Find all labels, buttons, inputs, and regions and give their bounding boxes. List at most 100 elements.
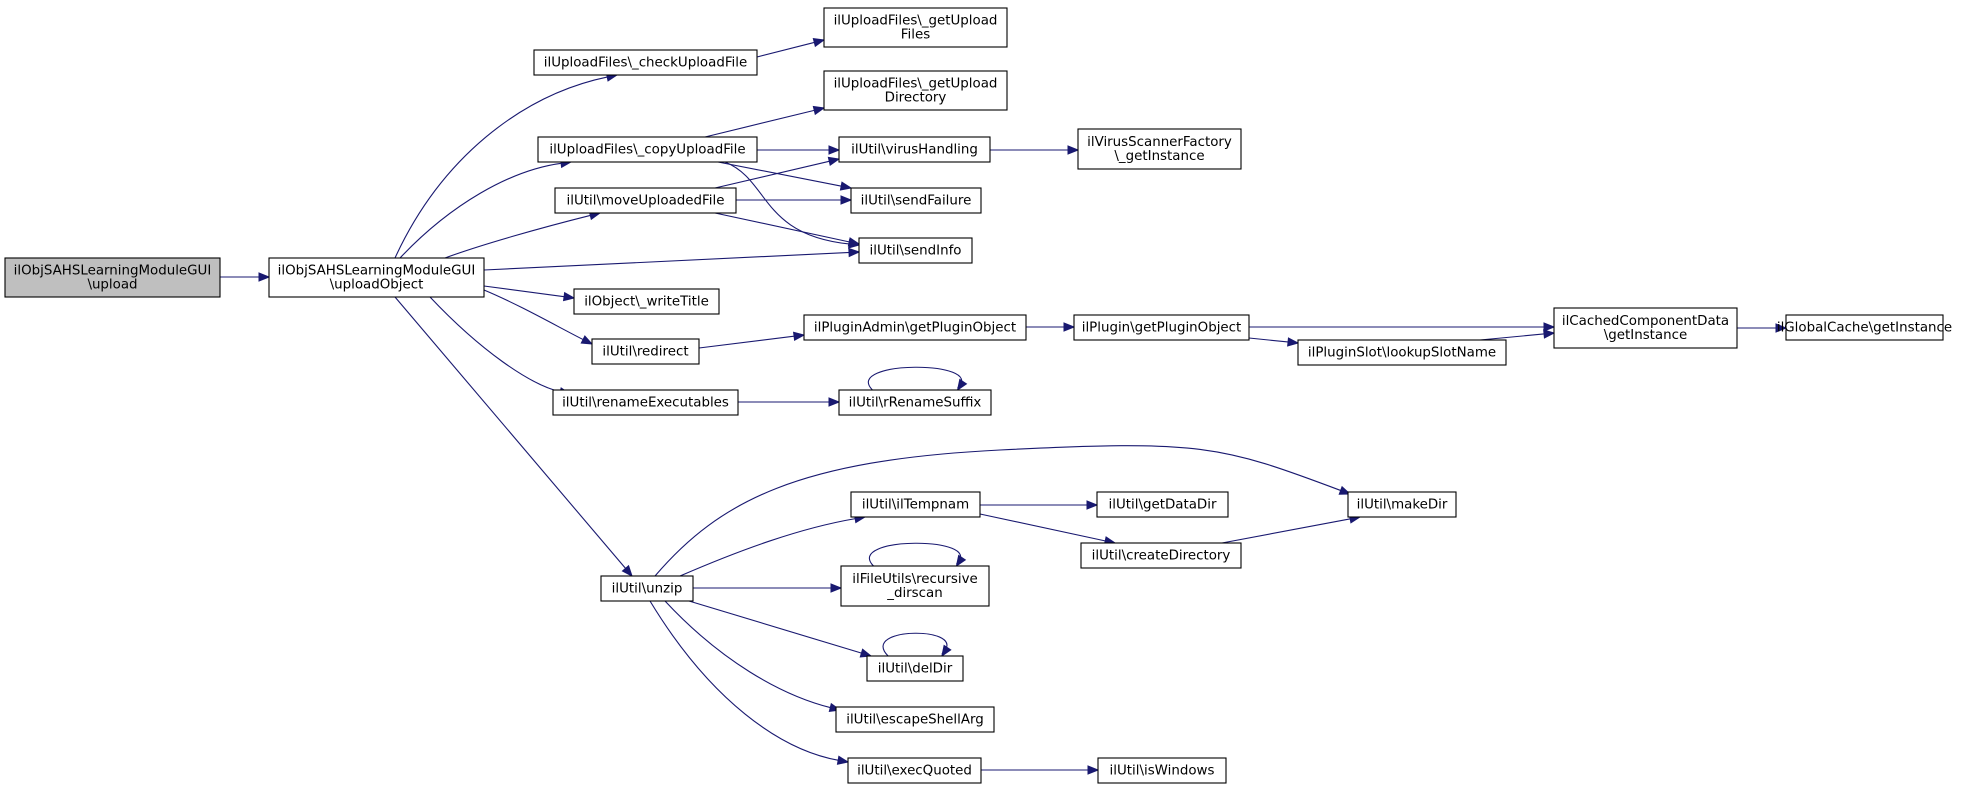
node-ilTempnam[interactable]: ilUtil\ilTempnam <box>850 491 981 518</box>
edge-checkUploadFile-to-getUploadFiles <box>756 41 816 58</box>
edge-unzip-to-recursiveDirscan-arrowhead <box>830 583 843 593</box>
node-label: ilUtil\delDir <box>878 662 953 677</box>
edge-pluginGetPluginObject-to-cachedComponentData-arrowhead <box>1543 322 1556 332</box>
node-label: Files <box>901 28 930 43</box>
edge-redirect-to-pluginAdminGetPluginObject-arrowhead <box>792 331 806 341</box>
edge-createDirectory-to-makeDir <box>1221 518 1352 544</box>
node-label: Directory <box>885 91 947 106</box>
edge-uploadObject-to-redirect-arrowhead <box>580 335 594 345</box>
node-label: ilCachedComponentData <box>1562 314 1729 329</box>
node-escapeShellArg[interactable]: ilUtil\escapeShellArg <box>835 706 995 733</box>
node-sendFailure[interactable]: ilUtil\sendFailure <box>850 187 982 214</box>
node-label: ilPluginSlot\lookupSlotName <box>1308 346 1496 361</box>
node-box <box>1347 491 1457 518</box>
node-box <box>1073 314 1250 341</box>
node-pluginGetPluginObject[interactable]: ilPlugin\getPluginObject <box>1073 314 1250 341</box>
node-box <box>838 136 991 163</box>
node-copyUploadFile[interactable]: ilUploadFiles\_copyUploadFile <box>537 136 758 163</box>
node-box <box>533 49 758 76</box>
node-label: ilUploadFiles\_copyUploadFile <box>549 143 745 158</box>
node-createDirectory[interactable]: ilUtil\createDirectory <box>1080 542 1242 569</box>
node-label: ilUploadFiles\_checkUploadFile <box>544 56 747 71</box>
node-unzip[interactable]: ilUtil\unzip <box>600 575 694 602</box>
edge-unzip-to-ilTempnam <box>679 517 857 577</box>
node-pluginAdminGetPluginObject[interactable]: ilPluginAdmin\getPluginObject <box>803 314 1027 341</box>
edge-ilTempnam-to-createDirectory <box>979 513 1107 542</box>
edge-virusHandling-to-virusScannerGetInstance-arrowhead <box>1067 145 1080 155</box>
edge-uploadObject-to-writeTitle <box>483 285 566 298</box>
node-recursiveDirscan[interactable]: ilFileUtils\recursive_dirscan <box>840 565 990 607</box>
node-box <box>1077 128 1242 170</box>
node-label: ilUtil\getDataDir <box>1109 498 1217 513</box>
node-box <box>866 655 964 682</box>
node-virusScannerGetInstance[interactable]: ilVirusScannerFactory\_getInstance <box>1077 128 1242 170</box>
edge-pluginAdminGetPluginObject-to-pluginGetPluginObject-arrowhead <box>1063 322 1076 332</box>
node-box <box>823 70 1008 111</box>
node-box <box>840 565 990 607</box>
node-label: ilUtil\virusHandling <box>851 143 978 158</box>
node-label: _dirscan <box>886 586 942 601</box>
node-box <box>591 338 700 365</box>
node-moveUploadedFile[interactable]: ilUtil\moveUploadedFile <box>554 187 737 214</box>
edge-moveUploadedFile-to-sendInfo-arrowhead <box>847 237 861 247</box>
edge-copyUploadFile-to-getUploadDirectory-arrowhead <box>812 105 826 116</box>
edge-recursiveDirscan-to-recursiveDirscan-arrowhead <box>955 554 967 568</box>
node-label: ilUtil\escapeShellArg <box>846 713 984 728</box>
node-isWindows[interactable]: ilUtil\isWindows <box>1097 757 1227 784</box>
node-getDataDir[interactable]: ilUtil\getDataDir <box>1096 491 1229 518</box>
node-box <box>838 389 992 416</box>
edge-uploadObject-to-sendInfo <box>483 251 851 271</box>
edge-unzip-to-execQuoted <box>649 600 840 761</box>
node-label: ilUtil\execQuoted <box>857 764 972 779</box>
node-renameExecutables[interactable]: ilUtil\renameExecutables <box>552 389 739 416</box>
edge-rRenameSuffix-to-rRenameSuffix <box>868 366 962 391</box>
node-execQuoted[interactable]: ilUtil\execQuoted <box>847 757 982 784</box>
node-globalCache[interactable]: ilGlobalCache\getInstance <box>1777 314 1952 341</box>
edge-upload-to-uploadObject-arrowhead <box>258 272 271 282</box>
edge-moveUploadedFile-to-virusHandling <box>714 160 831 189</box>
edge-uploadObject-to-unzip <box>394 296 627 570</box>
edge-redirect-to-pluginAdminGetPluginObject <box>698 335 796 349</box>
node-makeDir[interactable]: ilUtil\makeDir <box>1347 491 1457 518</box>
node-box <box>1297 339 1507 366</box>
node-box <box>4 257 221 298</box>
node-label: ilObjSAHSLearningModuleGUI <box>14 264 212 279</box>
node-rRenameSuffix[interactable]: ilUtil\rRenameSuffix <box>838 389 992 416</box>
node-label: \upload <box>87 278 137 293</box>
node-redirect[interactable]: ilUtil\redirect <box>591 338 700 365</box>
edge-rRenameSuffix-to-rRenameSuffix-arrowhead <box>956 378 968 392</box>
node-cachedComponentData[interactable]: ilCachedComponentData\getInstance <box>1553 307 1738 349</box>
node-label: \uploadObject <box>330 278 424 293</box>
edge-lookupSlotName-to-cachedComponentData-arrowhead <box>1543 329 1556 339</box>
node-label: \_getInstance <box>1114 149 1204 164</box>
edge-moveUploadedFile-to-virusHandling-arrowhead <box>827 156 841 167</box>
edge-moveUploadedFile-to-sendInfo <box>714 212 851 243</box>
node-checkUploadFile[interactable]: ilUploadFiles\_checkUploadFile <box>533 49 758 76</box>
node-label: ilUploadFiles\_getUpload <box>834 14 998 29</box>
node-label: ilFileUtils\recursive <box>852 572 978 587</box>
node-delDir[interactable]: ilUtil\delDir <box>866 655 964 682</box>
node-label: ilUtil\renameExecutables <box>562 396 729 411</box>
edge-unzip-to-delDir <box>688 600 863 654</box>
edge-renameExecutables-to-rRenameSuffix-arrowhead <box>828 397 841 407</box>
node-label: ilUtil\sendInfo <box>870 244 962 259</box>
node-sendInfo[interactable]: ilUtil\sendInfo <box>858 237 973 264</box>
edge-uploadObject-to-redirect <box>483 289 585 341</box>
node-virusHandling[interactable]: ilUtil\virusHandling <box>838 136 991 163</box>
node-label: \getInstance <box>1604 328 1687 343</box>
node-writeTitle[interactable]: ilObject\_writeTitle <box>573 288 720 315</box>
edge-uploadObject-to-writeTitle-arrowhead <box>562 291 576 302</box>
edge-unzip-to-escapeShellArg <box>664 600 832 709</box>
node-lookupSlotName[interactable]: ilPluginSlot\lookupSlotName <box>1297 339 1507 366</box>
edge-ilTempnam-to-getDataDir-arrowhead <box>1086 500 1099 510</box>
edge-uploadObject-to-checkUploadFile <box>394 76 609 259</box>
edge-copyUploadFile-to-getUploadDirectory <box>704 109 816 138</box>
edge-moveUploadedFile-to-sendFailure-arrowhead <box>840 195 853 205</box>
node-label: ilObjSAHSLearningModuleGUI <box>278 264 476 279</box>
node-upload[interactable]: ilObjSAHSLearningModuleGUI\upload <box>4 257 221 298</box>
node-uploadObject[interactable]: ilObjSAHSLearningModuleGUI\uploadObject <box>268 257 485 298</box>
edge-pluginGetPluginObject-to-lookupSlotName-arrowhead <box>1287 337 1300 347</box>
